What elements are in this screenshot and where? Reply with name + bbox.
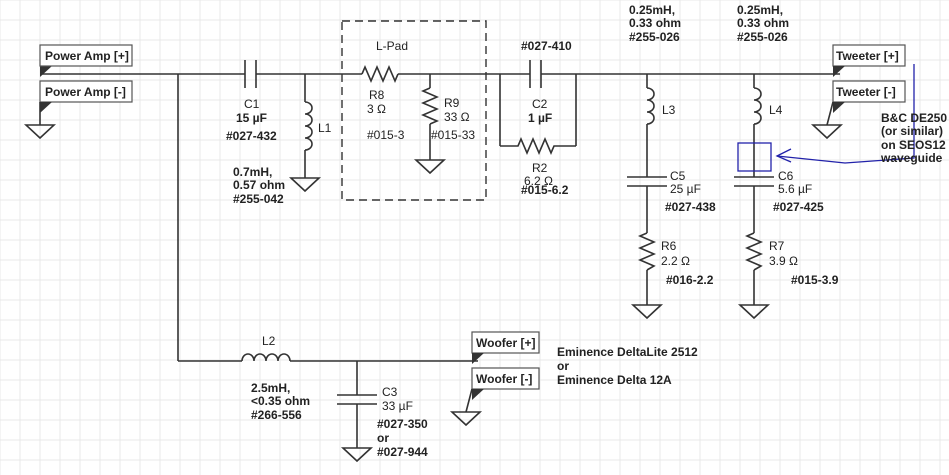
l4-spec-1: 0.25mH, (737, 3, 783, 17)
l2-ref: L2 (262, 334, 276, 348)
l1-spec-1: 0.7mH, (233, 165, 272, 179)
inductor-l1[interactable] (304, 101, 313, 151)
l4-spec-2: 0.33 ohm (737, 16, 789, 30)
woofer-neg-tag[interactable]: Woofer [-] (465, 367, 540, 413)
l1-spec-2: 0.57 ohm (233, 178, 285, 192)
tweeter-note-2: (or similar) (881, 124, 943, 138)
annotation-highlight-box (737, 142, 772, 172)
capacitor-c5[interactable] (627, 176, 667, 187)
woofer-note-1: Eminence DeltaLite 2512 (557, 345, 698, 359)
l2-spec-1: 2.5mH, (251, 381, 290, 395)
r7-part: #015-3.9 (791, 273, 839, 287)
c5-ref: C5 (670, 169, 686, 183)
r9-ground-icon (413, 159, 447, 175)
c1-part: #027-432 (226, 129, 277, 143)
resistor-r7[interactable] (744, 232, 764, 271)
r6-ground-icon (630, 304, 664, 320)
woofer-pos-tag[interactable]: Woofer [+] (471, 331, 540, 364)
capacitor-c1[interactable] (244, 60, 257, 88)
tweeter-note-1: B&C DE250 (881, 111, 947, 125)
capacitor-c3[interactable] (337, 394, 377, 405)
l3-spec-2: 0.33 ohm (629, 16, 681, 30)
lpad-box (341, 20, 487, 201)
c1-ref: C1 (244, 97, 260, 111)
r9-part: #015-33 (431, 128, 475, 142)
c3-part-3: #027-944 (377, 445, 428, 459)
tweeter-pos-tag[interactable]: Tweeter [+] (832, 44, 906, 77)
c3-ref: C3 (382, 385, 398, 399)
tweeter-pos-label: Tweeter [+] (836, 49, 899, 63)
c1-value: 15 µF (236, 111, 267, 125)
resistor-r6[interactable] (637, 232, 657, 271)
c2-part: #027-410 (521, 39, 572, 53)
r7-ground-icon (737, 304, 771, 320)
l3-ref: L3 (662, 103, 676, 117)
tweeter-neg-label: Tweeter [-] (836, 85, 896, 99)
power-amp-ground-icon (23, 124, 57, 140)
c3-ground-icon (340, 447, 374, 463)
r7-value: 3.9 Ω (769, 254, 798, 268)
c6-ref: C6 (778, 169, 794, 183)
tweeter-ground-icon (810, 124, 844, 140)
r9-value: 33 Ω (444, 110, 470, 124)
r2-value: 6.2 Ω (524, 174, 553, 188)
woofer-note-2: or (557, 359, 569, 373)
tweeter-note-4: waveguide (880, 151, 943, 165)
c2-ref: C2 (532, 97, 548, 111)
woofer-note-3: Eminence Delta 12A (557, 373, 672, 387)
woofer-neg-label: Woofer [-] (476, 372, 532, 386)
l2-spec-2: <0.35 ohm (251, 394, 310, 408)
l4-ref: L4 (769, 103, 783, 117)
c5-value: 25 µF (670, 182, 701, 196)
r8-value: 3 Ω (367, 102, 386, 116)
r2-part: #015-6.2 (521, 183, 569, 197)
c3-part-2: or (377, 431, 389, 445)
tweeter-note-3: on SEOS12 (881, 138, 946, 152)
r8-part: #015-3 (367, 128, 405, 142)
annotation-line (776, 64, 915, 164)
l1-ref: L1 (318, 121, 332, 135)
l4-part: #255-026 (737, 30, 788, 44)
resistor-r2[interactable] (500, 136, 576, 156)
woofer-ground-icon (449, 411, 483, 427)
power-amp-neg-tag[interactable]: Power Amp [-] (39, 80, 133, 125)
inductor-l4[interactable] (753, 87, 762, 125)
r7-ref: R7 (769, 239, 785, 253)
woofer-pos-label: Woofer [+] (476, 336, 535, 350)
l3-spec-1: 0.25mH, (629, 3, 675, 17)
c2-value: 1 µF (528, 111, 552, 125)
tweeter-neg-tag[interactable]: Tweeter [-] (826, 80, 906, 126)
r8-ref: R8 (369, 88, 385, 102)
power-amp-neg-label: Power Amp [-] (45, 85, 126, 99)
c3-part-1: #027-350 (377, 417, 428, 431)
resistor-r8[interactable] (361, 64, 399, 84)
l1-ground-icon (288, 177, 322, 193)
annotation-arrow-icon (775, 148, 792, 163)
capacitor-c6[interactable] (734, 176, 774, 187)
power-amp-pos-tag[interactable]: Power Amp [+] (39, 44, 133, 77)
r9-ref: R9 (444, 96, 460, 110)
c6-value: 5.6 µF (778, 182, 812, 196)
inductor-l3[interactable] (646, 87, 655, 125)
r6-part: #016-2.2 (666, 273, 714, 287)
l3-part: #255-026 (629, 30, 680, 44)
r6-ref: R6 (661, 239, 677, 253)
l2-part: #266-556 (251, 408, 302, 422)
c5-part: #027-438 (665, 200, 716, 214)
l1-part: #255-042 (233, 192, 284, 206)
c3-value: 33 µF (382, 399, 413, 413)
capacitor-c2[interactable] (529, 60, 542, 88)
resistor-r9[interactable] (420, 87, 440, 125)
r2-ref: R2 (532, 161, 548, 175)
lpad-title: L-Pad (376, 39, 408, 53)
power-amp-pos-label: Power Amp [+] (45, 49, 129, 63)
c6-part: #027-425 (773, 200, 824, 214)
inductor-l2[interactable] (241, 353, 291, 362)
r6-value: 2.2 Ω (661, 254, 690, 268)
